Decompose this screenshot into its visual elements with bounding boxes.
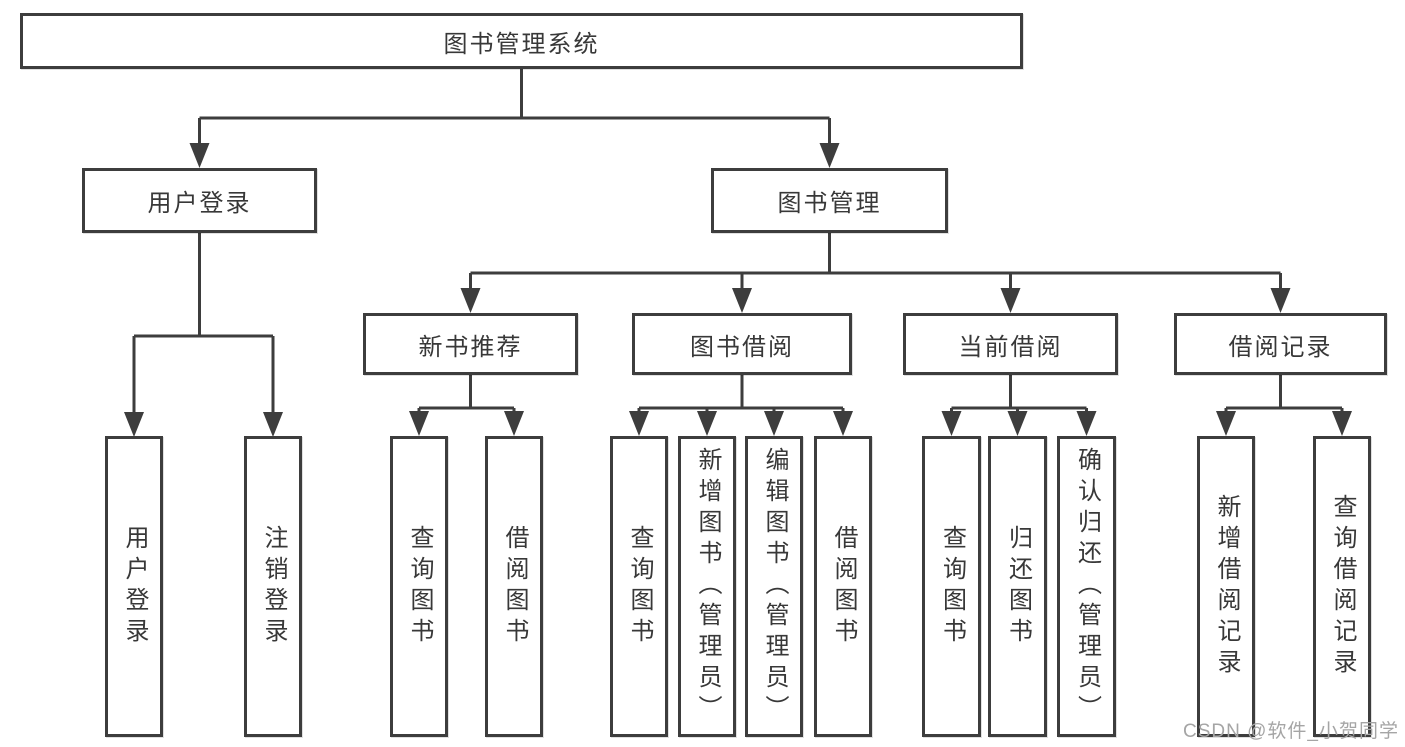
arrowhead-cur-query (941, 411, 962, 436)
leaf-current-confirm-return-admin: 确认归还（管理员） (1057, 436, 1116, 737)
arrowhead-nb-query (409, 411, 429, 436)
arrowhead-new-books (460, 288, 481, 313)
leaf-current-query-books: 查询图书 (922, 436, 981, 737)
leaf-current-return-books: 归还图书 (988, 436, 1047, 737)
node-user-login: 用户登录 (82, 168, 317, 233)
leaf-newbooks-borrow-books-label: 借阅图书 (501, 524, 528, 649)
leaf-current-confirm-return-admin-label: 确认归还（管理员） (1073, 447, 1101, 726)
leaf-borrowing-query-books-label: 查询图书 (626, 524, 653, 649)
leaf-borrowing-borrow-books: 借阅图书 (814, 436, 872, 737)
leaf-borrowing-borrow-books-label: 借阅图书 (830, 524, 857, 649)
leaf-logout-label: 注销登录 (260, 524, 287, 649)
node-book-borrowing-label: 图书借阅 (690, 333, 794, 361)
arrowhead-rec-query (1332, 411, 1352, 436)
arrowhead-logout (263, 412, 283, 437)
arrowheads (124, 143, 1352, 437)
arrowhead-bw-edit (764, 411, 784, 436)
node-current-borrowing: 当前借阅 (903, 313, 1118, 375)
leaf-borrowing-edit-books-admin-label: 编辑图书（管理员） (761, 447, 788, 726)
arrowhead-bw-add (697, 411, 717, 436)
node-user-login-label: 用户登录 (147, 190, 252, 217)
leaf-user-login: 用户登录 (105, 436, 163, 737)
node-new-book-recommend-label: 新书推荐 (418, 333, 523, 361)
node-new-book-recommend: 新书推荐 (363, 313, 578, 375)
leaf-borrowing-add-books-admin: 新增图书（管理员） (678, 436, 736, 737)
leaf-records-query-record-label: 查询借阅记录 (1329, 493, 1356, 680)
leaf-records-add-record: 新增借阅记录 (1197, 436, 1255, 737)
arrowhead-records (1270, 288, 1291, 313)
node-borrowing-records-label: 借阅记录 (1228, 333, 1333, 361)
node-borrowing-records: 借阅记录 (1174, 313, 1387, 375)
arrowhead-bw-query (629, 411, 649, 436)
arrowhead-user-login (189, 143, 210, 168)
arrowhead-nb-borrow (504, 411, 524, 436)
leaf-current-return-books-label: 归还图书 (1004, 524, 1032, 649)
leaf-newbooks-query-books: 查询图书 (390, 436, 448, 737)
node-book-management-label: 图书管理 (777, 190, 882, 217)
arrowhead-cur-return (1007, 411, 1028, 436)
node-current-borrowing-label: 当前借阅 (958, 333, 1063, 361)
arrowhead-current (1000, 288, 1021, 313)
arrowhead-book-mgmt (819, 143, 840, 168)
leaf-records-query-record: 查询借阅记录 (1313, 436, 1371, 737)
node-root: 图书管理系统 (20, 13, 1023, 69)
csdn-watermark: CSDN @软件_小贺同学 (1183, 721, 1399, 742)
node-root-label: 图书管理系统 (443, 30, 600, 58)
arrowhead-cur-confirm (1076, 411, 1097, 436)
node-book-management: 图书管理 (711, 168, 948, 233)
leaf-borrowing-query-books: 查询图书 (610, 436, 668, 737)
arrowhead-borrowing (732, 288, 752, 313)
arrowhead-rec-add (1216, 411, 1236, 436)
leaf-logout: 注销登录 (244, 436, 302, 737)
leaf-current-query-books-label: 查询图书 (938, 524, 966, 649)
leaf-records-add-record-label: 新增借阅记录 (1213, 493, 1240, 680)
leaf-newbooks-query-books-label: 查询图书 (406, 524, 433, 649)
arrowhead-login (124, 412, 144, 437)
arrowhead-bw-borrow (833, 411, 853, 436)
leaf-borrowing-edit-books-admin: 编辑图书（管理员） (745, 436, 803, 737)
leaf-borrowing-add-books-admin-label: 新增图书（管理员） (694, 447, 721, 726)
node-book-borrowing: 图书借阅 (632, 313, 852, 375)
leaf-newbooks-borrow-books: 借阅图书 (485, 436, 543, 737)
leaf-user-login-label: 用户登录 (121, 524, 148, 649)
